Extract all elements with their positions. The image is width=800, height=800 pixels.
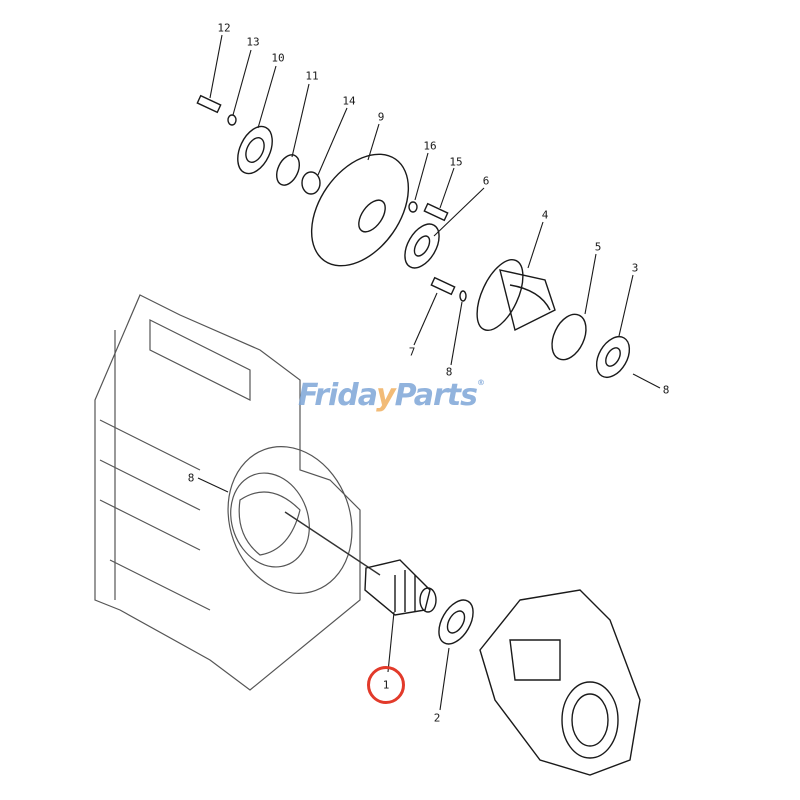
leader-lines — [197, 34, 661, 711]
part-callout-2: 2 — [433, 711, 441, 725]
part-callout-3: 3 — [631, 261, 639, 275]
part-callout-10: 10 — [271, 51, 285, 65]
highlight-ring-part-1 — [367, 666, 405, 704]
bearing-2 — [438, 599, 474, 645]
part-callout-16: 16 — [423, 139, 437, 153]
part-callout-14: 14 — [342, 94, 356, 108]
part-callout-8: 8 — [187, 471, 195, 485]
watermark-prefix: Frida — [298, 378, 377, 413]
watermark-logo: FridayParts® — [298, 378, 485, 413]
part-callout-7: 7 — [408, 345, 416, 359]
part-callout-13: 13 — [246, 35, 260, 49]
watermark-suffix: Parts — [394, 378, 478, 413]
upper-assembly — [196, 94, 631, 378]
watermark-accent: y — [376, 378, 396, 413]
part-callout-8: 8 — [445, 365, 453, 379]
part-callout-1: 1 — [382, 678, 390, 692]
transmission-housing — [94, 294, 361, 691]
part-callout-15: 15 — [449, 155, 463, 169]
part-callout-5: 5 — [594, 240, 602, 254]
part-callout-12: 12 — [217, 21, 231, 35]
pinion-gear — [364, 559, 437, 616]
cover-housing — [479, 589, 641, 776]
part-callout-11: 11 — [305, 69, 319, 83]
part-callout-6: 6 — [482, 174, 490, 188]
part-callout-8: 8 — [662, 383, 670, 397]
registered-mark: ® — [476, 378, 485, 387]
part-callout-4: 4 — [541, 208, 549, 222]
part-callout-9: 9 — [377, 110, 385, 124]
